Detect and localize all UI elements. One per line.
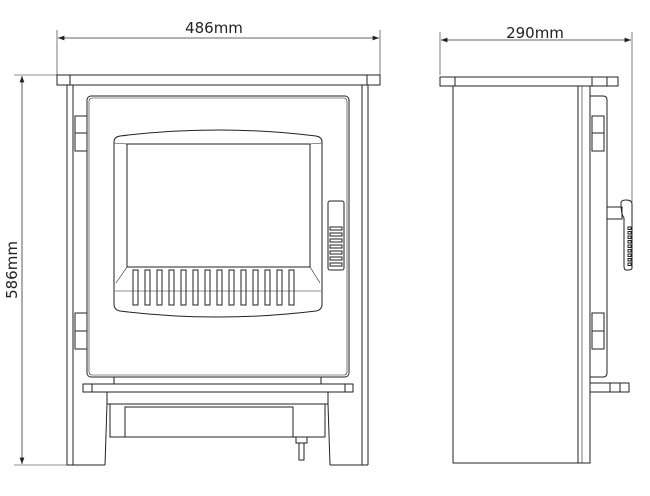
knob-rib bbox=[329, 232, 343, 237]
grate-slat bbox=[192, 269, 199, 306]
grate-slat bbox=[276, 269, 283, 306]
grate-slat bbox=[156, 269, 163, 306]
grate-slat bbox=[228, 269, 235, 306]
side-body bbox=[452, 85, 579, 464]
window-frame bbox=[113, 129, 323, 318]
grate-slat bbox=[264, 269, 271, 306]
height-dimension: 586mm bbox=[3, 74, 67, 466]
grate-slat bbox=[168, 269, 175, 306]
handle-rib bbox=[627, 226, 632, 230]
height-label: 586mm bbox=[3, 241, 21, 299]
power-plug-icon bbox=[295, 436, 308, 461]
knob-rib bbox=[329, 256, 343, 261]
grate-slat bbox=[144, 269, 151, 306]
top-plate bbox=[56, 74, 381, 86]
handle-rib bbox=[627, 253, 632, 257]
grate-slat bbox=[204, 269, 211, 306]
grate-slat bbox=[180, 269, 187, 306]
hinge-icon bbox=[74, 115, 88, 350]
grate-slat bbox=[132, 269, 139, 306]
handle-rib bbox=[627, 235, 632, 239]
handle-rib bbox=[627, 231, 632, 235]
glass bbox=[126, 143, 311, 268]
width-dimension: 486mm bbox=[56, 19, 381, 75]
knob-rib bbox=[329, 262, 343, 267]
grate-slat bbox=[216, 269, 223, 306]
base bbox=[106, 391, 329, 405]
grate-slat bbox=[240, 269, 247, 306]
width-label: 486mm bbox=[185, 19, 243, 37]
control-knob-icon bbox=[327, 200, 345, 271]
grate-slats bbox=[132, 269, 295, 306]
knob-rib bbox=[329, 250, 343, 255]
hearth bbox=[82, 383, 354, 393]
side-door bbox=[590, 95, 608, 378]
handle-rib bbox=[627, 258, 632, 262]
side-top-plate bbox=[439, 76, 619, 87]
handle-rib bbox=[627, 240, 632, 244]
grate-slat bbox=[288, 269, 295, 306]
depth-dimension: 290mm bbox=[439, 24, 633, 202]
side-handle-icon bbox=[606, 199, 633, 271]
front-view bbox=[56, 74, 381, 466]
grate-slat bbox=[252, 269, 259, 306]
knob-rib bbox=[329, 238, 343, 243]
handle-rib bbox=[627, 249, 632, 253]
side-hinge-icon bbox=[591, 115, 605, 350]
handle-rib bbox=[627, 244, 632, 248]
knob-rib bbox=[329, 244, 343, 249]
door bbox=[86, 95, 350, 378]
depth-label: 290mm bbox=[506, 24, 564, 42]
side-view bbox=[439, 76, 633, 464]
handle-rib bbox=[627, 262, 632, 266]
knob-rib bbox=[329, 226, 343, 231]
